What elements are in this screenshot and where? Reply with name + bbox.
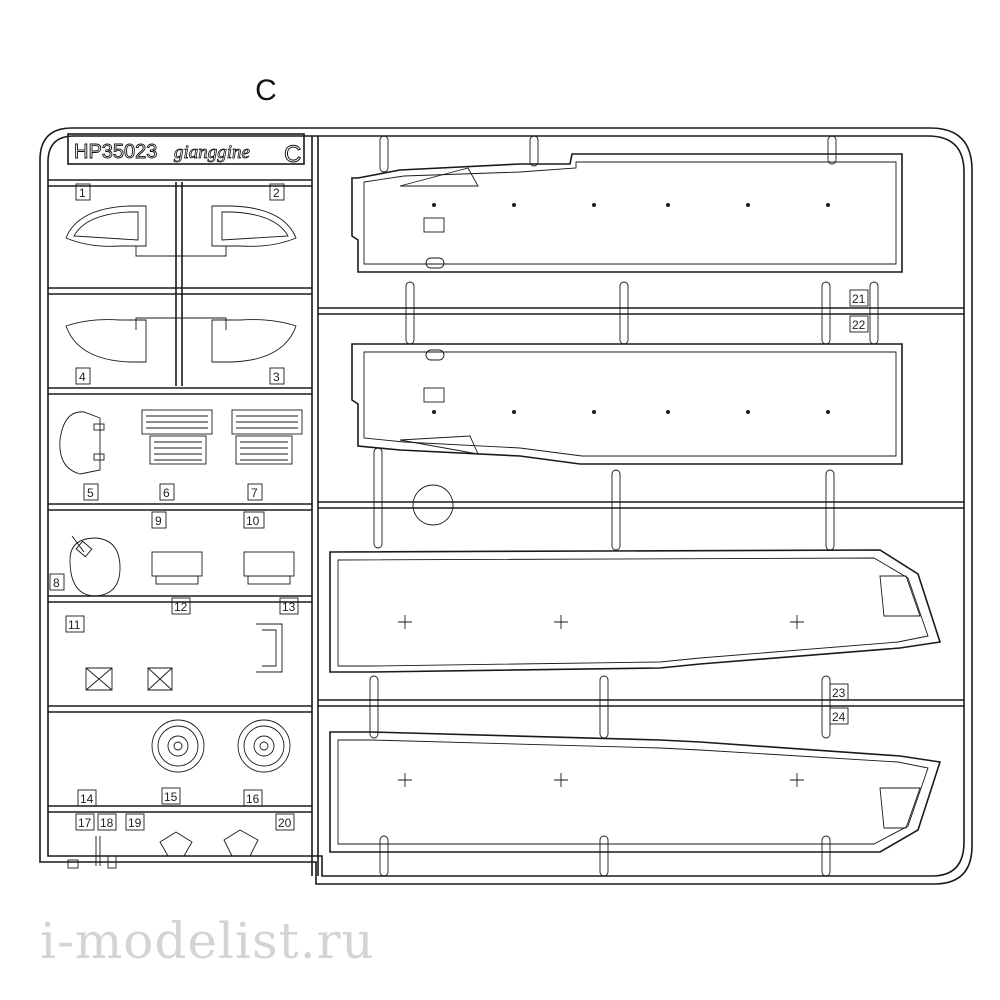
- part-label-15: 15: [164, 790, 178, 804]
- hull-panel-22: [351, 343, 903, 465]
- part-label-23: 23: [832, 686, 846, 700]
- part-label-9: 9: [155, 514, 162, 528]
- part-label-14: 14: [80, 792, 94, 806]
- part-label-18: 18: [100, 816, 114, 830]
- parts-11-13: [85, 623, 283, 691]
- part-label-22: 22: [852, 318, 866, 332]
- part-label-11: 11: [68, 618, 81, 632]
- part-label-19: 19: [128, 816, 142, 830]
- louver-parts: [141, 409, 303, 465]
- small-parts: [67, 829, 259, 869]
- part-label-24: 24: [832, 710, 846, 724]
- fender-parts: [65, 205, 297, 363]
- sprue-letter: C: [255, 74, 277, 107]
- brand-text: gianggine: [174, 142, 250, 163]
- part-label-12: 12: [174, 600, 188, 614]
- watermark: i-modelist.ru: [40, 912, 375, 970]
- hull-panel-24: [329, 731, 942, 853]
- sprue-frame: [39, 127, 973, 885]
- part-label-3: 3: [273, 370, 280, 384]
- code-plate: HP35023 gianggine C: [67, 133, 305, 169]
- sprocket-parts: [151, 719, 291, 773]
- parts-8-10: [69, 535, 295, 597]
- part-label-1: 1: [79, 186, 86, 200]
- part-5-hatch: [59, 411, 105, 475]
- part-label-16: 16: [246, 792, 260, 806]
- code-text: HP35023: [74, 141, 157, 163]
- part-label-7: 7: [251, 486, 258, 500]
- part-label-13: 13: [282, 600, 296, 614]
- part-label-8: 8: [53, 576, 60, 590]
- part-label-6: 6: [163, 486, 170, 500]
- part-label-17: 17: [78, 816, 92, 830]
- part-label-5: 5: [87, 486, 94, 500]
- hull-panel-23: [329, 549, 942, 673]
- part-label-2: 2: [273, 186, 280, 200]
- part-label-20: 20: [278, 816, 292, 830]
- part-label-4: 4: [79, 370, 86, 384]
- part-label-21: 21: [852, 292, 866, 306]
- hull-panel-21: [351, 153, 903, 273]
- part-number-labels: 1 2 3 4 5 6 7 8 9 10 11 12 13 14 15 16 1…: [49, 183, 869, 831]
- tab-letter: C: [284, 141, 301, 168]
- part-label-10: 10: [246, 514, 260, 528]
